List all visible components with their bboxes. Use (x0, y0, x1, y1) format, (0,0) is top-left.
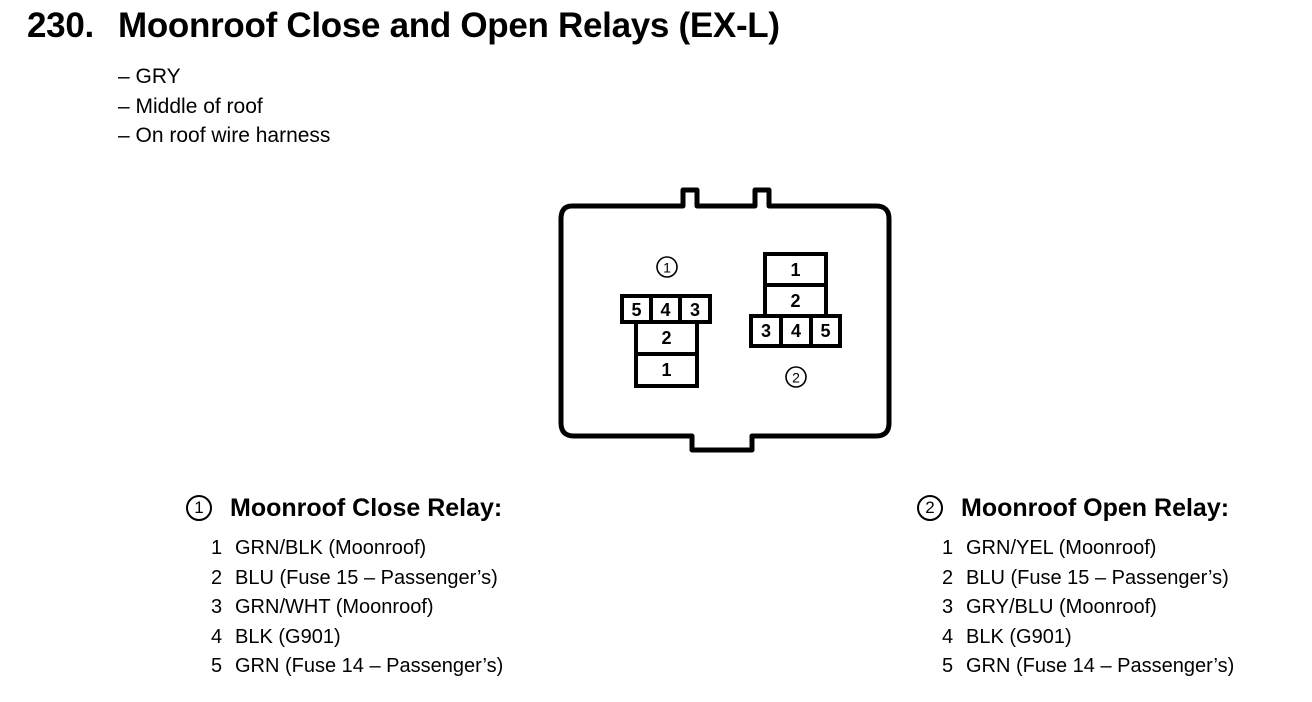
pin-number: 3 (211, 596, 223, 619)
pin-description: GRN (Fuse 14 – Passenger’s) (966, 655, 1235, 678)
relay-1-pin-3-cell (678, 294, 712, 324)
pin-number: 4 (211, 625, 223, 648)
relay-1-marker-label: 1 (663, 260, 671, 276)
pin-description: GRN/WHT (Moonroof) (235, 596, 434, 619)
pin-row: 3 GRN/WHT (Moonroof) (211, 593, 503, 623)
relay-1-pin-3-label: 3 (690, 300, 700, 320)
relay-1-pin-list: 1 GRN/BLK (Moonroof) 2 BLU (Fuse 15 – Pass… (211, 534, 503, 682)
relay-1-heading: 1 Moonroof Close Relay: (186, 490, 503, 526)
note-color: – GRY (118, 65, 181, 88)
relay-1-pin-2-cell (634, 320, 699, 356)
connector-notes: – GRY – Middle of roof – On roof wire ha… (118, 62, 330, 151)
pin-description: GRN (Fuse 14 – Passenger’s) (235, 655, 504, 678)
relay-2-name: Moonroof Open Relay: (961, 493, 1230, 522)
relay-2-pin-4-label: 4 (791, 321, 801, 341)
relay-1-pin-4-cell (649, 294, 682, 324)
pin-row: 2 BLU (Fuse 15 – Passenger’s) (942, 564, 1234, 594)
pin-number: 2 (942, 566, 954, 589)
pin-row: 3 GRY/BLU (Moonroof) (942, 593, 1234, 623)
pin-number: 1 (942, 537, 954, 559)
pin-description: GRN/YEL (Moonroof) (966, 537, 1157, 559)
relay-2-pin-3-label: 3 (761, 321, 771, 341)
pin-number: 5 (942, 655, 954, 678)
relay-1-name: Moonroof Close Relay: (230, 493, 503, 522)
pin-row: 4 BLK (G901) (942, 623, 1234, 653)
pin-number: 1 (211, 537, 223, 559)
pin-row: 2 BLU (Fuse 15 – Passenger’s) (211, 564, 503, 594)
relay-2-legend: 2 Moonroof Open Relay: 1 GRN/YEL (Moonroo… (917, 490, 1234, 682)
pin-row: 1 GRN/BLK (Moonroof) (211, 534, 503, 564)
pin-description: BLK (G901) (966, 625, 1072, 648)
note-harness: – On roof wire harness (118, 124, 331, 147)
relay-2-marker-label: 2 (792, 370, 800, 386)
page-title: 230. Moonroof Close and Open Relays (EX-L… (27, 6, 780, 46)
relay-1-pin-4-label: 4 (660, 300, 670, 320)
pin-row: 5 GRN (Fuse 14 – Passenger’s) (942, 652, 1234, 682)
relay-2-pin-1-label: 1 (790, 260, 800, 280)
relay-1-marker (656, 256, 678, 278)
relay-1-pin-5-cell (620, 294, 653, 324)
relay-1-pin-1-label: 1 (661, 360, 671, 380)
relay-2-pin-5-cell (809, 314, 842, 348)
relay-1-pin-2-label: 2 (661, 328, 671, 348)
relay-2-legend-marker: 2 (917, 495, 943, 521)
pin-description: BLK (G901) (235, 625, 341, 648)
pin-number: 4 (942, 625, 954, 648)
relay-1-pin-1-cell (634, 352, 699, 388)
note-location: – Middle of roof (118, 94, 263, 118)
relay-2-pin-1-cell (763, 252, 828, 287)
pin-row: 1 GRN/YEL (Moonroof) (942, 534, 1234, 564)
relay-1-legend-marker: 1 (186, 495, 212, 521)
pin-number: 5 (211, 655, 223, 678)
relay-1-pin-5-label: 5 (631, 300, 641, 320)
title-number: 230. (27, 6, 94, 45)
pin-row: 4 BLK (G901) (211, 623, 503, 653)
connector-housing (558, 187, 892, 453)
pin-row: 5 GRN (Fuse 14 – Passenger’s) (211, 652, 503, 682)
relay-2-pin-5-label: 5 (820, 321, 830, 341)
relay-2-pin-3-cell (749, 314, 783, 348)
pin-description: BLU (Fuse 15 – Passenger’s) (235, 566, 498, 589)
pin-description: GRY/BLU (Moonroof) (966, 596, 1157, 619)
pin-description: BLU (Fuse 15 – Passenger’s) (966, 566, 1229, 589)
relay-2-pin-2-label: 2 (790, 291, 800, 311)
title-text: Moonroof Close and Open Relays (EX-L) (118, 6, 780, 45)
relay-2-socket (749, 252, 842, 348)
pin-number: 2 (211, 566, 223, 589)
relay-2-marker (785, 366, 807, 388)
relay-2-pin-4-cell (779, 314, 813, 348)
relay-2-pin-list: 1 GRN/YEL (Moonroof) 2 BLU (Fuse 15 – Pass… (942, 534, 1234, 682)
relay-1-socket (620, 294, 712, 388)
pin-description: GRN/BLK (Moonroof) (235, 537, 427, 559)
pin-number: 3 (942, 596, 954, 619)
relay-2-pin-2-cell (763, 283, 828, 318)
relay-2-heading: 2 Moonroof Open Relay: (917, 490, 1234, 526)
